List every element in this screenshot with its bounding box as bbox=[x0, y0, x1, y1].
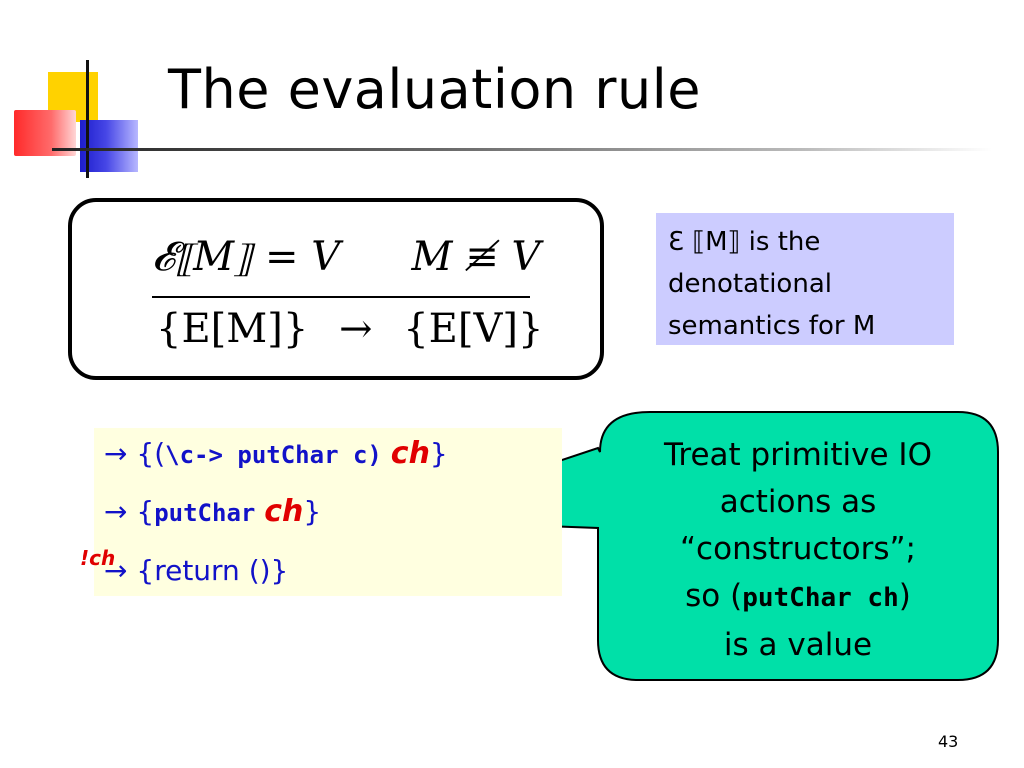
decor-vertical-line bbox=[86, 60, 89, 178]
premise-left: 𝓔⟦M⟧ = V bbox=[152, 234, 341, 280]
rule-fraction-bar bbox=[152, 296, 530, 298]
callout-line-4-code: putChar ch bbox=[742, 583, 899, 613]
step2-code: putChar bbox=[154, 499, 256, 527]
reduction-panel: → {(\c-> putChar c) ch} → {putChar ch} →… bbox=[94, 428, 562, 596]
rule-premise: 𝓔⟦M⟧ = V M ≢ V bbox=[152, 234, 540, 280]
premise-right: M ≢ V bbox=[411, 234, 541, 280]
rule-conclusion: {E[M]} → {E[V]} bbox=[156, 306, 543, 352]
callout-line-4: so (putChar ch) bbox=[608, 573, 988, 622]
conclusion-right: {E[V]} bbox=[403, 306, 544, 352]
step2-arg: ch bbox=[264, 494, 304, 529]
decor-blue-square bbox=[80, 120, 138, 172]
denotation-line-2: denotational bbox=[668, 269, 832, 299]
reduction-arrow: → bbox=[104, 495, 128, 528]
step2-close: } bbox=[303, 495, 322, 528]
callout-line-2: actions as bbox=[719, 484, 877, 520]
callout-line-4-prefix: so ( bbox=[685, 578, 743, 614]
step1-code: \c-> putChar c) bbox=[165, 441, 382, 469]
page-number: 43 bbox=[938, 732, 959, 751]
reduction-step-1: → {(\c-> putChar c) ch} bbox=[104, 436, 448, 471]
step2-open: { bbox=[136, 495, 155, 528]
step1-close: } bbox=[429, 437, 448, 470]
callout-line-3: “constructors”; bbox=[680, 531, 916, 567]
reduction-step-3: → {return ()} bbox=[104, 554, 288, 587]
slide-title: The evaluation rule bbox=[168, 58, 701, 121]
reduction-step-2: → {putChar ch} bbox=[104, 494, 321, 529]
callout-line-4-suffix: ) bbox=[898, 578, 911, 614]
step3-text: {return ()} bbox=[136, 554, 289, 587]
transition-label: !ch bbox=[80, 546, 116, 570]
denotation-line-1: Ɛ ⟦M⟧ is the bbox=[668, 227, 821, 257]
denotation-line-3: semantics for M bbox=[668, 311, 876, 341]
conclusion-arrow: → bbox=[338, 306, 373, 352]
inference-rule-box: 𝓔⟦M⟧ = V M ≢ V {E[M]} → {E[V]} bbox=[68, 198, 604, 380]
title-underline bbox=[52, 148, 992, 151]
callout-line-5: is a value bbox=[723, 627, 873, 663]
reduction-arrow: → bbox=[104, 554, 128, 587]
step1-arg: ch bbox=[390, 436, 430, 471]
step1-open: {( bbox=[136, 437, 166, 470]
reduction-arrow: → bbox=[104, 437, 128, 470]
callout-line-1: Treat primitive IO bbox=[664, 437, 932, 473]
conclusion-left: {E[M]} bbox=[156, 306, 309, 352]
denotation-note: Ɛ ⟦M⟧ is the denotational semantics for … bbox=[656, 213, 954, 345]
callout-text: Treat primitive IO actions as “construct… bbox=[608, 432, 988, 669]
